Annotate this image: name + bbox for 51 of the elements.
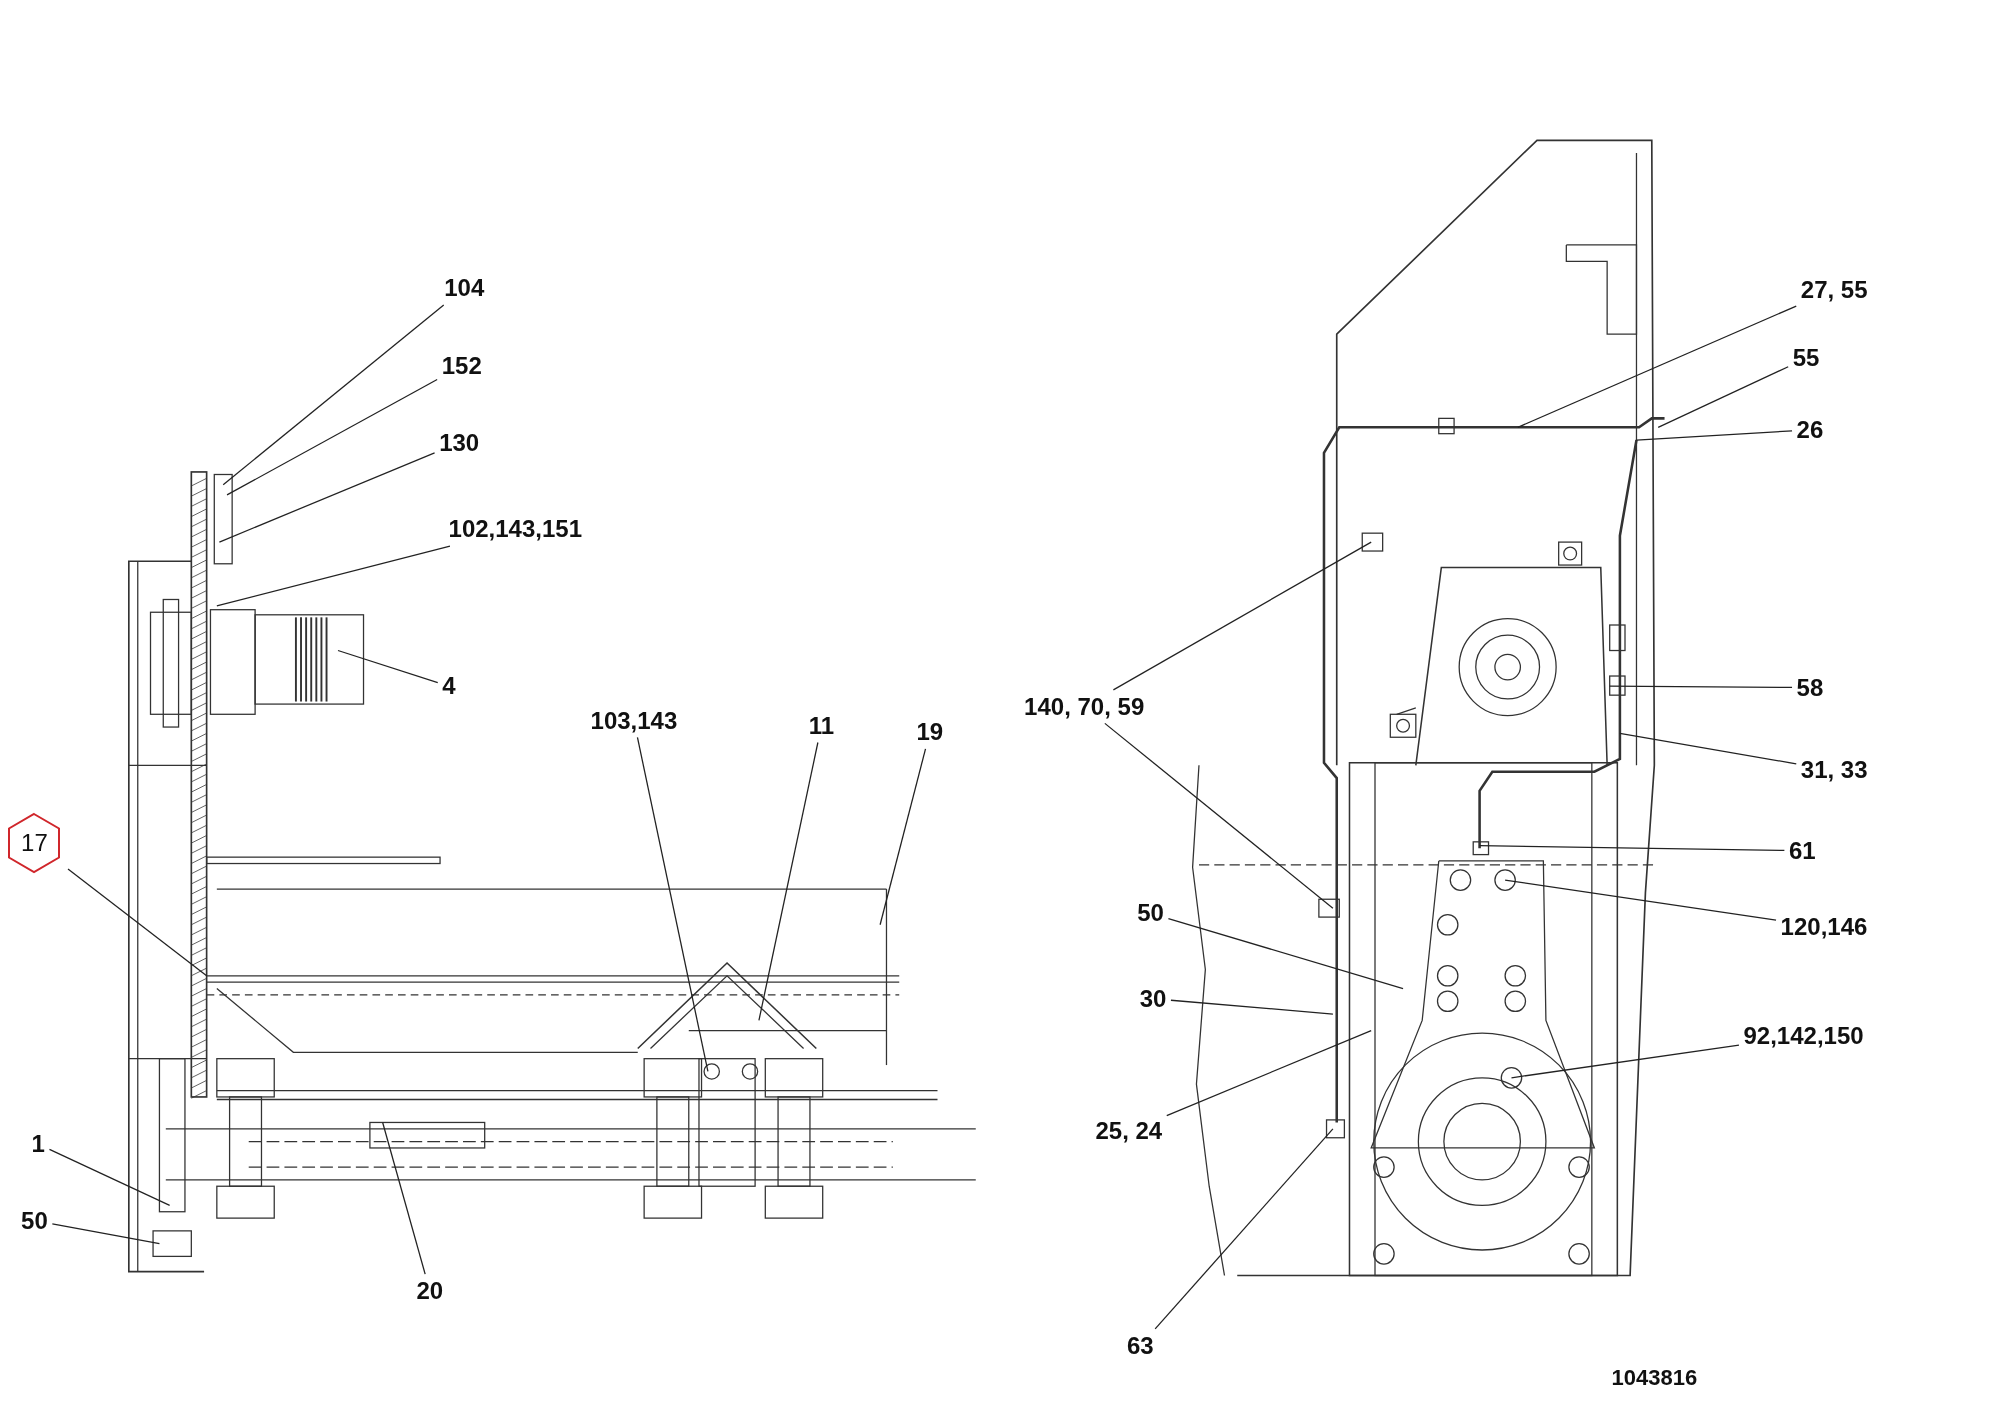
callout-number: 50 xyxy=(1135,899,1166,928)
callout-number: 61 xyxy=(1786,836,1818,865)
leader-line xyxy=(51,1223,161,1245)
callout-number: 20 xyxy=(414,1276,446,1305)
callout-number: 11 xyxy=(806,711,837,740)
leader-line xyxy=(1619,732,1797,765)
callout-number: 27, 55 xyxy=(1798,275,1870,304)
callout-number: 55 xyxy=(1790,344,1822,373)
leader-line xyxy=(1170,999,1334,1015)
callout-number: 50 xyxy=(19,1206,50,1235)
callout-number: 63 xyxy=(1124,1331,1156,1360)
callout-number: 103,143 xyxy=(588,706,680,735)
leader-line xyxy=(1167,917,1404,990)
leader-line xyxy=(1517,305,1797,428)
callout-number: 1 xyxy=(29,1129,47,1159)
leader-line xyxy=(226,378,438,496)
leader-line xyxy=(1112,541,1372,691)
leader-line xyxy=(879,748,927,926)
callout-number: 31, 33 xyxy=(1798,756,1870,785)
callout-number: 140, 70, 59 xyxy=(1022,692,1147,721)
leader-line xyxy=(222,304,445,486)
leader-line xyxy=(216,545,451,607)
leader-line xyxy=(382,1121,426,1275)
leader-line xyxy=(1166,1029,1372,1117)
leader-line xyxy=(48,1148,171,1206)
callout-number: 30 xyxy=(1137,984,1169,1013)
leader-line xyxy=(1104,722,1334,909)
leader-line xyxy=(1478,845,1786,852)
callout-number: 4 xyxy=(440,672,458,701)
callout-number: 19 xyxy=(914,717,946,747)
callout-number: 58 xyxy=(1794,673,1826,702)
leader-line xyxy=(758,741,819,1022)
leader-line xyxy=(1510,1044,1740,1079)
leader-line xyxy=(1154,1128,1334,1330)
leader-line xyxy=(1609,685,1793,689)
callout-number: 26 xyxy=(1794,415,1826,445)
callout-number: 92,142,150 xyxy=(1741,1021,1866,1050)
leader-line xyxy=(218,452,436,543)
callout-number: 130 xyxy=(437,428,482,457)
callout-number: 25, 24 xyxy=(1093,1117,1165,1146)
leader-line xyxy=(67,868,208,977)
drawing-number: 1043816 xyxy=(1611,1364,1698,1391)
callout-number: 102,143,151 xyxy=(446,515,585,544)
leader-line xyxy=(337,649,439,684)
leader-line xyxy=(1504,879,1777,921)
leader-line xyxy=(636,736,709,1073)
callout-number: 152 xyxy=(439,351,484,381)
callout-number: 104 xyxy=(442,274,487,303)
callout-number: 120,146 xyxy=(1778,913,1870,942)
leader-line xyxy=(1657,366,1789,428)
leader-line xyxy=(1635,430,1793,441)
